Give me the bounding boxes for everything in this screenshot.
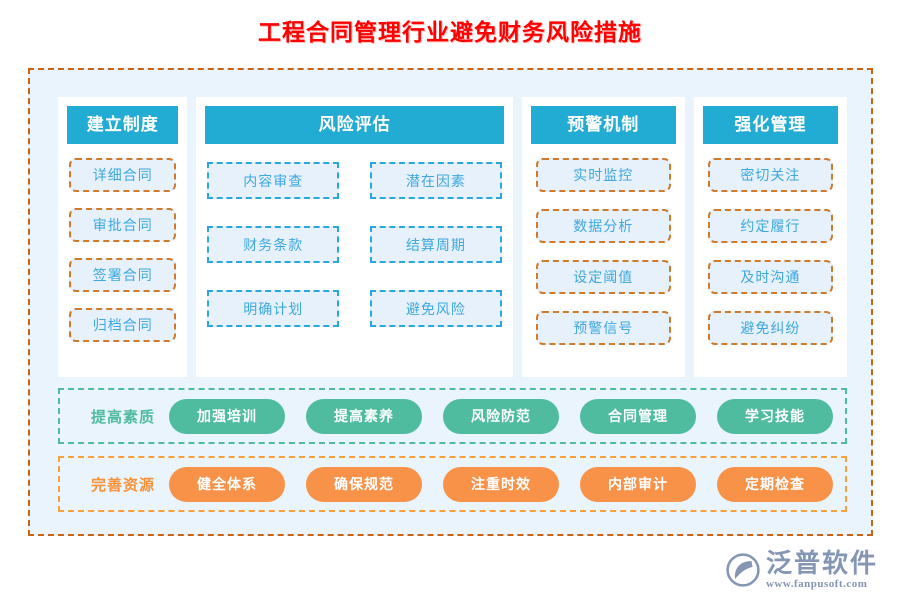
chip-item[interactable]: 约定履行 [707, 209, 833, 243]
chip-item[interactable]: 审批合同 [69, 208, 177, 242]
column-card-4: 强化管理 密切关注 约定履行 及时沟通 避免纠纷 [693, 97, 847, 377]
banner-label-orange: 完善资源 [90, 476, 155, 494]
diagram-frame: 建立制度 详细合同 审批合同 签署合同 归档合同 风险评估 内容审查 潜在因素 … [28, 68, 873, 536]
pill-item[interactable]: 注重时效 [443, 466, 559, 502]
pill-item[interactable]: 确保规范 [306, 466, 422, 502]
column-body-3: 实时监控 数据分析 设定阈值 预警信号 [522, 144, 685, 377]
pill-group-orange: 健全体系 确保规范 注重时效 内部审计 定期检查 [169, 466, 845, 502]
pill-item[interactable]: 加强培训 [169, 398, 285, 434]
pill-item[interactable]: 提高素养 [306, 398, 422, 434]
pill-item[interactable]: 定期检查 [717, 466, 833, 502]
chip-item[interactable]: 结算周期 [370, 226, 502, 263]
chip-item[interactable]: 详细合同 [69, 158, 177, 192]
chip-item[interactable]: 数据分析 [535, 209, 671, 243]
chip-item[interactable]: 及时沟通 [707, 260, 833, 294]
column-body-2: 内容审查 潜在因素 财务条款 结算周期 明确计划 避免风险 [196, 144, 512, 377]
pill-item[interactable]: 内部审计 [580, 466, 696, 502]
chip-item[interactable]: 避免纠纷 [707, 311, 833, 345]
page-title: 工程合同管理行业避免财务风险措施 [258, 19, 642, 45]
brand-logo: 泛普软件 www.fanpusoft.com [726, 550, 878, 590]
banner-row-orange: 完善资源 健全体系 确保规范 注重时效 内部审计 定期检查 [58, 456, 847, 512]
chip-item[interactable]: 财务条款 [207, 226, 340, 263]
chip-item[interactable]: 密切关注 [707, 158, 833, 192]
chip-item[interactable]: 内容审查 [207, 162, 340, 199]
pill-item[interactable]: 风险防范 [443, 398, 559, 434]
chip-item[interactable]: 潜在因素 [370, 162, 502, 199]
chip-item[interactable]: 实时监控 [535, 158, 671, 192]
column-header-4: 强化管理 [702, 106, 838, 144]
chip-item[interactable]: 签署合同 [69, 258, 177, 292]
column-body-4: 密切关注 约定履行 及时沟通 避免纠纷 [694, 144, 847, 377]
logo-url: www.fanpusoft.com [765, 578, 868, 590]
column-group: 建立制度 详细合同 审批合同 签署合同 归档合同 风险评估 内容审查 潜在因素 … [58, 97, 847, 377]
banner-row-green: 提高素质 加强培训 提高素养 风险防范 合同管理 学习技能 [58, 388, 847, 444]
chip-item[interactable]: 设定阈值 [535, 260, 671, 294]
column-card-1: 建立制度 详细合同 审批合同 签署合同 归档合同 [58, 97, 188, 377]
chip-item[interactable]: 明确计划 [207, 290, 340, 327]
chip-grid: 内容审查 潜在因素 财务条款 结算周期 明确计划 避免风险 [207, 158, 502, 327]
column-card-3: 预警机制 实时监控 数据分析 设定阈值 预警信号 [521, 97, 685, 377]
pill-item[interactable]: 合同管理 [580, 398, 696, 434]
chip-item[interactable]: 避免风险 [370, 290, 502, 327]
column-header-2: 风险评估 [205, 106, 504, 144]
logo-text-block: 泛普软件 www.fanpusoft.com [766, 550, 878, 590]
column-header-3: 预警机制 [530, 106, 676, 144]
column-body-1: 详细合同 审批合同 签署合同 归档合同 [58, 144, 187, 377]
pill-item[interactable]: 学习技能 [717, 398, 833, 434]
pill-item[interactable]: 健全体系 [169, 466, 285, 502]
banner-label-green: 提高素质 [90, 408, 155, 426]
pill-group-green: 加强培训 提高素养 风险防范 合同管理 学习技能 [169, 398, 845, 434]
chip-item[interactable]: 预警信号 [535, 311, 671, 345]
logo-company-name: 泛普软件 [765, 548, 878, 578]
column-header-1: 建立制度 [67, 106, 179, 144]
fanpu-logo-icon [726, 553, 760, 587]
column-card-2: 风险评估 内容审查 潜在因素 财务条款 结算周期 明确计划 避免风险 [196, 97, 513, 377]
chip-item[interactable]: 归档合同 [69, 308, 177, 342]
